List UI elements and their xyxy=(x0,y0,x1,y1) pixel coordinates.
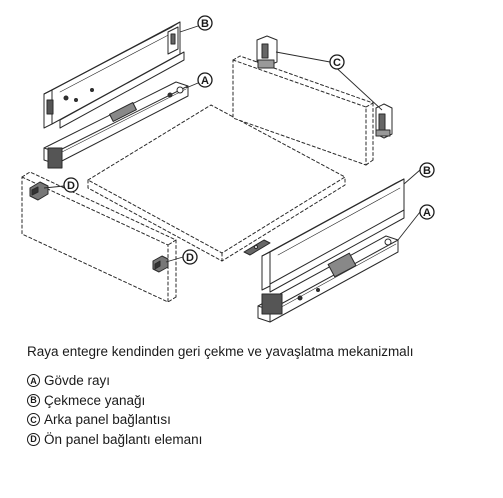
drawer-side-left xyxy=(43,21,185,129)
drawer-side-right xyxy=(261,178,405,293)
callout-c-top: C xyxy=(329,54,345,70)
callout-a-right: A xyxy=(419,204,435,220)
drawer-bottom-panel xyxy=(87,104,346,262)
legend-badge-c: C xyxy=(27,413,40,427)
legend-label-a: Gövde rayı xyxy=(44,373,111,389)
legend-label-d: Ön panel bağlantı elemanı xyxy=(44,431,203,447)
svg-text:D: D xyxy=(67,180,75,192)
svg-text:C: C xyxy=(333,57,341,69)
svg-text:A: A xyxy=(423,207,431,219)
caption: Raya entegre kendinden geri çekme ve yav… xyxy=(27,344,414,359)
legend-label-b: Çekmece yanağı xyxy=(44,392,146,408)
back-bracket-left xyxy=(256,35,278,69)
legend-label-c: Arka panel bağlantısı xyxy=(44,412,171,428)
legend-item-a: A Gövde rayı xyxy=(27,371,202,391)
legend-badge-a: A xyxy=(27,374,40,388)
svg-text:B: B xyxy=(201,18,209,30)
svg-text:A: A xyxy=(201,75,209,87)
drawer-assembly-diagram: B A C D D B A xyxy=(21,15,435,323)
legend-badge-b: B xyxy=(27,393,40,407)
front-panel xyxy=(21,171,177,303)
callout-b-right: B xyxy=(419,162,435,178)
bottom-clip xyxy=(243,239,271,256)
legend-item-b: B Çekmece yanağı xyxy=(27,391,202,411)
back-panel xyxy=(232,55,374,166)
callout-a-top: A xyxy=(197,72,213,88)
legend-item-c: C Arka panel bağlantısı xyxy=(27,410,202,430)
runner-left xyxy=(43,81,189,169)
back-bracket-right xyxy=(375,103,393,139)
callout-d-bottom: D xyxy=(182,249,198,265)
leader-lines xyxy=(43,25,421,263)
legend: A Gövde rayı B Çekmece yanağı C Arka pan… xyxy=(27,371,202,449)
legend-item-d: D Ön panel bağlantı elemanı xyxy=(27,430,202,450)
front-fitting-right xyxy=(152,255,169,273)
front-fitting-left xyxy=(29,181,49,201)
legend-badge-d: D xyxy=(27,432,40,446)
runner-right xyxy=(257,235,399,323)
svg-text:B: B xyxy=(423,165,431,177)
svg-text:D: D xyxy=(186,252,194,264)
callout-d-left: D xyxy=(63,177,79,193)
callout-b-top: B xyxy=(197,15,213,31)
